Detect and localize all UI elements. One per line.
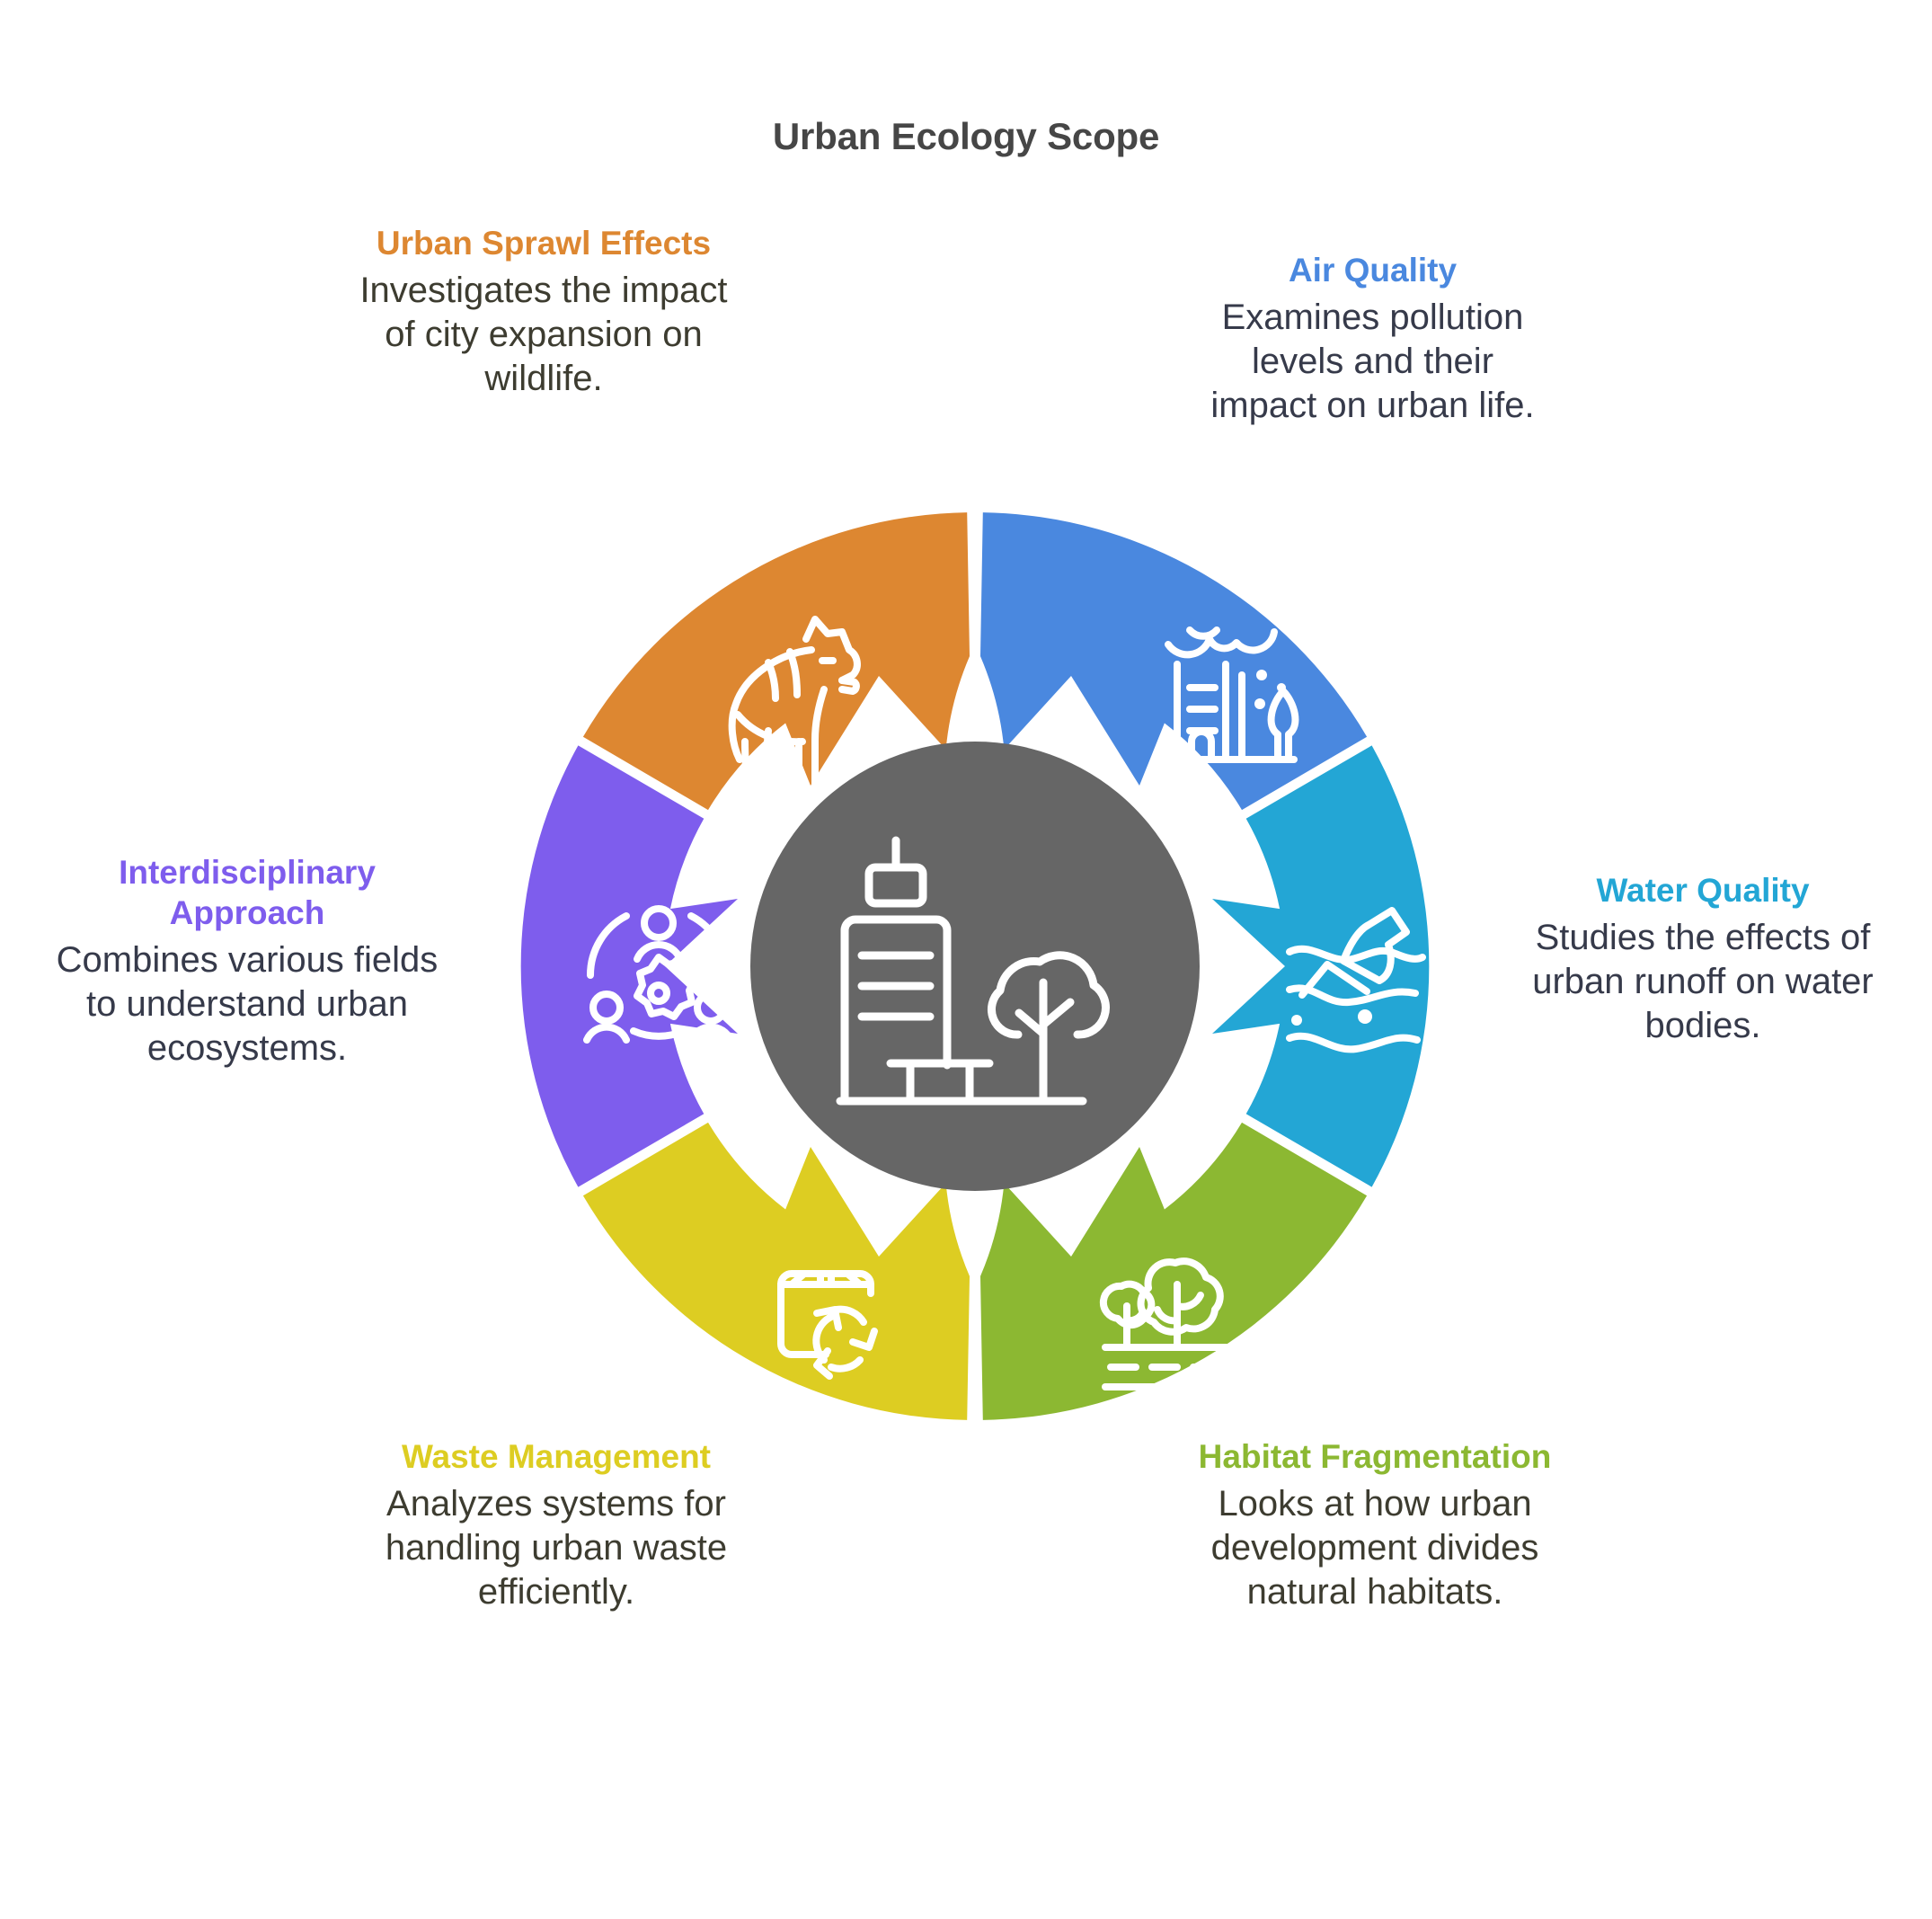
heading-urban-sprawl-effects: Urban Sprawl Effects [376, 225, 712, 262]
heading-habitat-fragmentation: Habitat Fragmentation [1198, 1438, 1552, 1475]
label-waste-management: Waste Management Analyzes systems for ha… [358, 1436, 755, 1614]
segment-habitat[interactable] [980, 1122, 1368, 1420]
page-title: Urban Ecology Scope [772, 115, 1160, 157]
body-interdisciplinary-approach: Combines various fields to understand ur… [56, 940, 439, 1068]
label-air-quality: Air Quality Examines pollution levels an… [1195, 250, 1550, 428]
city-building-tree-bench-icon [836, 836, 1110, 1106]
body-urban-sprawl-effects: Investigates the impact of city expansio… [359, 271, 728, 398]
box-recycle-icon [777, 1270, 878, 1380]
wild-animal-fox-icon [728, 616, 861, 795]
label-urban-sprawl-effects: Urban Sprawl Effects Investigates the im… [346, 223, 741, 401]
label-habitat-fragmentation: Habitat Fragmentation Looks at how urban… [1195, 1436, 1555, 1614]
polluted-water-waves-icon [1286, 907, 1426, 1053]
heading-air-quality: Air Quality [1288, 252, 1458, 289]
trees-over-road-icon [1099, 1257, 1244, 1390]
people-gear-network-icon [583, 905, 734, 1044]
donut-wheel [520, 512, 1430, 1420]
body-habitat-fragmentation: Looks at how urban development divides n… [1210, 1484, 1539, 1612]
segment-water[interactable] [1212, 745, 1430, 1187]
center-hub[interactable] [750, 742, 1200, 1191]
body-waste-management: Analyzes systems for handling urban wast… [385, 1484, 728, 1612]
segment-interdisciplinary[interactable] [520, 745, 738, 1187]
body-air-quality: Examines pollution levels and their impa… [1210, 298, 1535, 425]
body-water-quality: Studies the effects of urban runoff on w… [1532, 918, 1874, 1045]
segment-air[interactable] [980, 512, 1368, 811]
heading-water-quality: Water Quality [1596, 872, 1810, 909]
label-interdisciplinary-approach: Interdisciplinary Approach Combines vari… [49, 852, 445, 1071]
smog-buildings-icon [1163, 626, 1299, 763]
label-water-quality: Water Quality Studies the effects of urb… [1528, 870, 1878, 1048]
heading-waste-management: Waste Management [401, 1438, 712, 1475]
heading-interdisciplinary-approach: Interdisciplinary Approach [119, 854, 376, 932]
